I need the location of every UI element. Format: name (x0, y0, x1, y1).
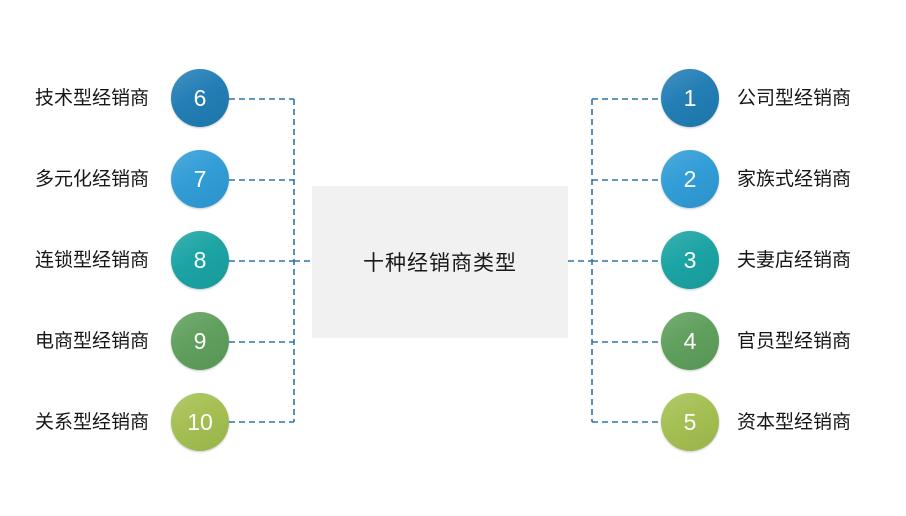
bubble-number-9: 9 (193, 327, 207, 354)
connector-group-left (229, 98, 312, 423)
bubble-4[interactable]: 4 (661, 312, 719, 370)
node-left-8[interactable]: 8 连锁型经销商 (35, 230, 229, 290)
node-right-2[interactable]: 2 家族式经销商 (661, 149, 851, 209)
bubble-5[interactable]: 5 (661, 393, 719, 451)
node-right-1[interactable]: 1 公司型经销商 (661, 68, 851, 128)
node-label-3: 夫妻店经销商 (737, 249, 852, 271)
bubble-10[interactable]: 10 (171, 393, 229, 451)
bubble-number-3: 3 (683, 246, 697, 273)
node-left-6[interactable]: 6 技术型经销商 (35, 68, 229, 128)
node-label-6: 技术型经销商 (34, 87, 149, 109)
bubble-number-10: 10 (187, 408, 213, 435)
node-label-8: 连锁型经销商 (34, 249, 149, 271)
bubble-number-4: 4 (683, 327, 697, 354)
node-left-10[interactable]: 10 关系型经销商 (35, 392, 229, 452)
bubble-3[interactable]: 3 (661, 231, 719, 289)
bubble-number-2: 2 (683, 165, 697, 192)
node-label-9: 电商型经销商 (34, 330, 149, 352)
bubble-9[interactable]: 9 (171, 312, 229, 370)
bubble-number-1: 1 (683, 84, 697, 111)
bubble-number-5: 5 (683, 408, 697, 435)
node-left-9[interactable]: 9 电商型经销商 (35, 311, 229, 371)
node-label-5: 资本型经销商 (737, 411, 852, 433)
bubble-number-7: 7 (193, 165, 207, 192)
node-label-1: 公司型经销商 (737, 87, 852, 109)
node-label-10: 关系型经销商 (34, 411, 149, 433)
bubble-1[interactable]: 1 (661, 69, 719, 127)
node-right-4[interactable]: 4 官员型经销商 (661, 311, 851, 371)
node-right-5[interactable]: 5 资本型经销商 (661, 392, 851, 452)
node-right-3[interactable]: 3 夫妻店经销商 (661, 230, 851, 290)
node-label-7: 多元化经销商 (34, 168, 149, 190)
bubble-8[interactable]: 8 (171, 231, 229, 289)
bubble-number-8: 8 (193, 246, 207, 273)
connector-group-right (568, 98, 661, 423)
bubble-number-6: 6 (193, 84, 207, 111)
node-label-2: 家族式经销商 (737, 168, 852, 190)
node-label-4: 官员型经销商 (737, 330, 852, 352)
center-title-text: 十种经销商类型 (363, 252, 517, 275)
bubble-6[interactable]: 6 (171, 69, 229, 127)
center-title-box: 十种经销商类型 (312, 186, 568, 338)
node-left-7[interactable]: 7 多元化经销商 (35, 149, 229, 209)
bubble-7[interactable]: 7 (171, 150, 229, 208)
bubble-2[interactable]: 2 (661, 150, 719, 208)
